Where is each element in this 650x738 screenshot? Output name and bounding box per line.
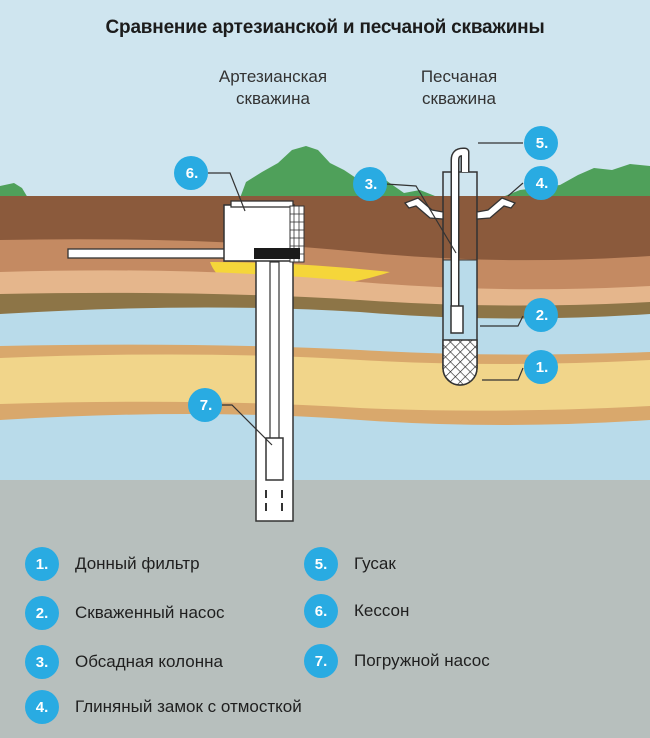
callout-3-circle: [353, 167, 387, 201]
dark-loam-layer: [0, 292, 650, 326]
artesian-well-label-line2: скважина: [236, 89, 310, 108]
artesian-well-label-line1: Артезианская: [218, 67, 328, 86]
sand-layer-bottom-edge: [0, 401, 650, 428]
caisson-base: [254, 248, 300, 259]
legend-badge-6: 6.: [304, 594, 338, 628]
legend-badge-4: 4.: [25, 690, 59, 724]
gooseneck-pipe-fill: [452, 149, 468, 306]
legend-item-1: 1. Донный фильтр: [25, 544, 200, 584]
artesian-bottom-filter: [265, 490, 283, 511]
callout-circles: [174, 126, 558, 422]
lower-aquifer: [0, 414, 650, 484]
sand-layer-top-edge: [0, 344, 650, 367]
legend-text-2: Скваженный насос: [75, 603, 225, 622]
callout-7-label: 7.: [200, 397, 213, 414]
legend-text-4: Глиняный замок с отмосткой: [75, 697, 302, 716]
legend-text-5: Гусак: [354, 554, 396, 573]
legend-item-6: 6. Кессон: [304, 591, 409, 631]
caisson-lid: [230, 200, 294, 208]
artesian-well-label: Артезианская скважина: [173, 66, 373, 110]
callout-6-circle: [174, 156, 208, 190]
leader-6: [208, 172, 246, 212]
callout-4-label: 4.: [536, 175, 549, 192]
callout-4-circle: [524, 166, 558, 200]
legend-item-2: 2. Скваженный насос: [25, 593, 225, 633]
legend-badge-7: 7.: [304, 644, 338, 678]
callout-6-label: 6.: [186, 165, 199, 182]
leader-3: [385, 183, 457, 254]
leader-2: [480, 315, 524, 327]
callout-leaders: [208, 142, 524, 446]
leader-4: [507, 182, 524, 197]
callout-5-circle: [524, 126, 558, 160]
legend-text-3: Обсадная колонна: [75, 652, 223, 671]
legend-item-5: 5. Гусак: [304, 544, 396, 584]
legend-badge-5: 5.: [304, 547, 338, 581]
sand-well-label: Песчаная скважина: [359, 66, 559, 110]
legend-text-7: Погружной насос: [354, 651, 490, 670]
leader-1: [482, 367, 524, 381]
sand-well-label-line2: скважина: [422, 89, 496, 108]
borehole-pump: [450, 305, 464, 334]
grass: [0, 146, 650, 206]
legend-badge-3: 3.: [25, 645, 59, 679]
legend-badge-1: 1.: [25, 547, 59, 581]
clay-lock-right: [476, 197, 517, 220]
legend-item-3: 3. Обсадная колонна: [25, 642, 223, 682]
callout-2-circle: [524, 298, 558, 332]
callout-1-circle: [524, 350, 558, 384]
submersible-pump: [265, 437, 284, 481]
callout-1-label: 1.: [536, 359, 549, 376]
legend-item-7: 7. Погружной насос: [304, 641, 490, 681]
callout-5-label: 5.: [536, 135, 549, 152]
callout-2-label: 2.: [536, 307, 549, 324]
sand-well-label-line1: Песчаная: [420, 67, 498, 86]
leader-7: [222, 404, 273, 446]
legend-text-1: Донный фильтр: [75, 554, 200, 573]
artesian-inner-pipe: [269, 261, 280, 443]
legend-item-4: 4. Глиняный замок с отмосткой: [25, 687, 302, 727]
artesian-well: [67, 200, 305, 522]
loam-layer: [0, 270, 650, 314]
callout-3-label: 3.: [365, 176, 378, 193]
sand-bottom-filter: [442, 339, 478, 386]
clay-lock-left: [403, 197, 444, 220]
sand-well: [403, 147, 517, 386]
legend-badge-2: 2.: [25, 596, 59, 630]
page-title: Сравнение артезианской и песчаной скважи…: [105, 17, 545, 38]
legend-text-6: Кессон: [354, 601, 410, 620]
callout-7-circle: [188, 388, 222, 422]
